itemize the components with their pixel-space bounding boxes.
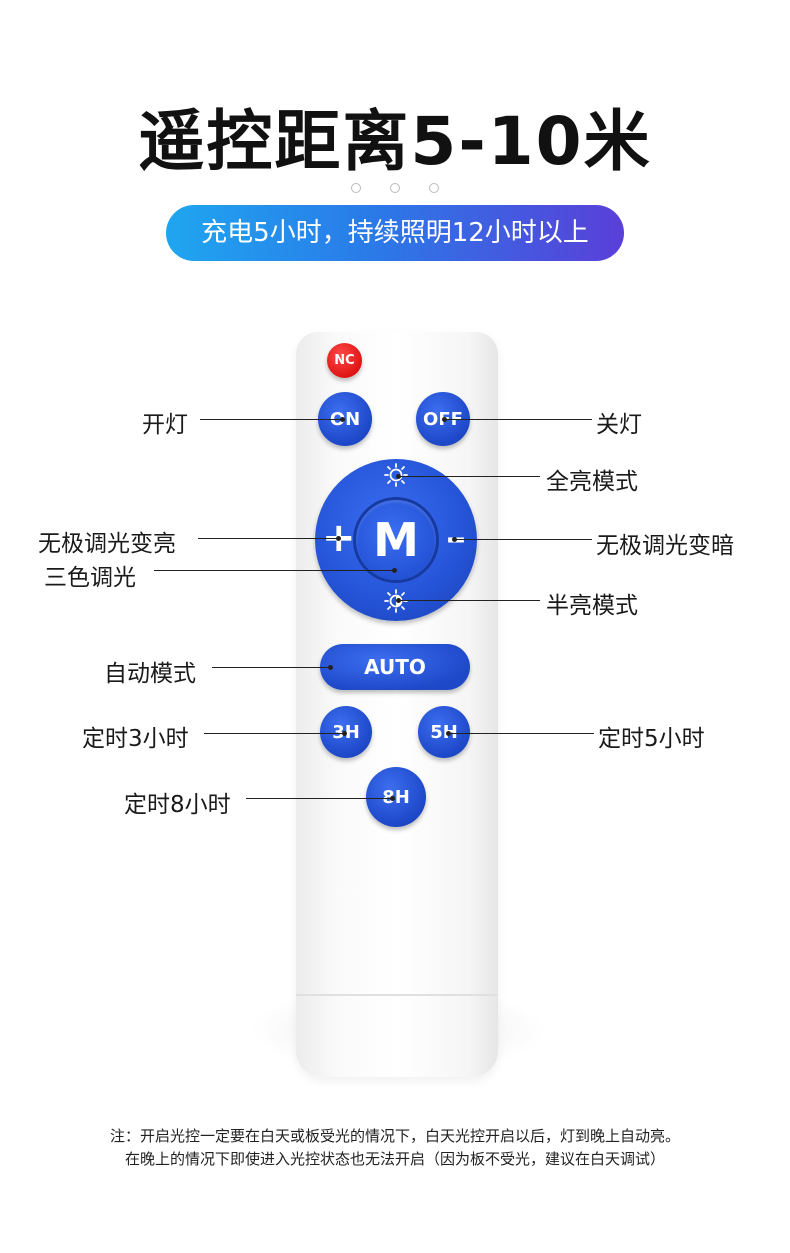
- remote-seam: [296, 994, 498, 996]
- label-half-bright: 半亮模式: [546, 593, 638, 619]
- nc-button[interactable]: NC: [327, 343, 362, 378]
- mode-m-button[interactable]: M: [356, 500, 436, 580]
- label-full-bright: 全亮模式: [546, 469, 638, 495]
- timer-8h-button[interactable]: 8H: [366, 767, 426, 827]
- label-darken: 无极调光变暗: [596, 533, 734, 559]
- leader-dot-half-bright: [396, 598, 401, 603]
- auto-button[interactable]: AUTO: [320, 644, 470, 690]
- page-title: 遥控距离5-10米: [138, 103, 652, 180]
- leader-dot-brighten: [336, 536, 341, 541]
- carousel-dot[interactable]: [429, 183, 440, 193]
- carousel-dot[interactable]: [390, 183, 400, 193]
- leader-line-timer5: [448, 733, 594, 734]
- leader-dot-auto: [328, 665, 333, 670]
- leader-line-auto: [212, 667, 330, 668]
- remote-control-body: [296, 332, 498, 1077]
- label-timer3: 定时3小时: [82, 726, 189, 752]
- leader-line-tri-color: [154, 570, 394, 571]
- label-on: 开灯: [142, 412, 188, 438]
- label-auto: 自动模式: [104, 661, 196, 687]
- leader-dot-full-bright: [396, 474, 401, 479]
- leader-dot-off: [442, 417, 447, 422]
- leader-dot-on: [340, 417, 345, 422]
- label-timer5: 定时5小时: [598, 726, 705, 752]
- charging-banner: 充电5小时，持续照明12小时以上: [166, 205, 624, 261]
- timer-5h-button[interactable]: 5H: [418, 706, 470, 758]
- leader-dot-timer3: [342, 731, 347, 736]
- label-off: 关灯: [596, 412, 642, 438]
- leader-line-timer3: [204, 733, 344, 734]
- leader-dot-timer8: [390, 796, 395, 801]
- label-timer8: 定时8小时: [124, 792, 231, 818]
- leader-dot-tri-color: [392, 568, 397, 573]
- leader-line-full-bright: [398, 476, 540, 477]
- label-tri-color: 三色调光: [44, 565, 136, 591]
- carousel-dot[interactable]: [350, 183, 361, 193]
- leader-line-timer8: [246, 798, 392, 799]
- leader-line-half-bright: [398, 600, 540, 601]
- leader-line-brighten: [198, 538, 338, 539]
- note-line-2: 在晚上的情况下即使进入光控状态也无法开启（因为板不受光，建议在白天调试）: [124, 1150, 665, 1168]
- full-bright-sun-icon[interactable]: [383, 462, 409, 488]
- leader-dot-darken: [452, 537, 457, 542]
- note-line-1: 注：开启光控一定要在白天或板受光的情况下，白天光控开启以后，灯到晚上自动亮。: [109, 1127, 680, 1145]
- leader-line-on: [200, 419, 342, 420]
- carousel-dots: [0, 178, 790, 197]
- leader-dot-timer5: [446, 731, 451, 736]
- label-brighten: 无极调光变亮: [38, 531, 176, 557]
- leader-line-darken: [454, 539, 592, 540]
- leader-line-off: [444, 419, 592, 420]
